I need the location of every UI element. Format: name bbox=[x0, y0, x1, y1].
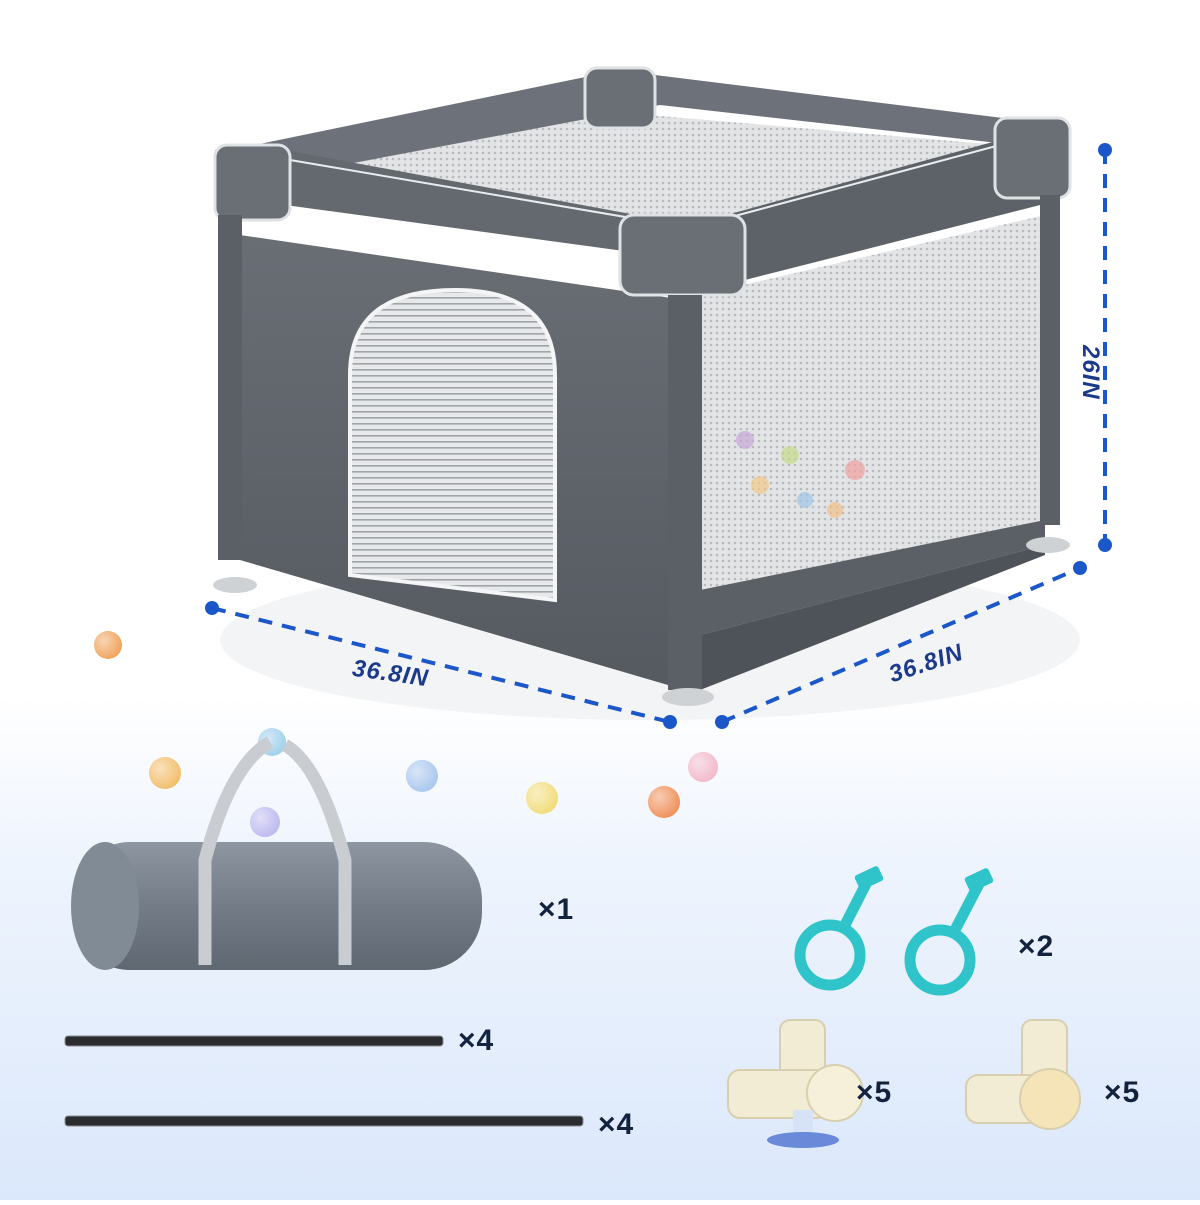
pull-rings-quantity: ×2 bbox=[1018, 930, 1055, 963]
dimension-endpoints bbox=[205, 143, 1112, 729]
front-top-rail bbox=[215, 150, 690, 260]
foot-left bbox=[213, 577, 257, 593]
storage-bag bbox=[71, 736, 482, 970]
corner-cap-back-right bbox=[993, 116, 1072, 200]
corner-connector bbox=[965, 1019, 1081, 1130]
inside-balls bbox=[736, 431, 865, 518]
right-bottom-edge bbox=[700, 545, 1045, 690]
dimension-lines bbox=[211, 150, 1107, 724]
bag-quantity: ×1 bbox=[538, 893, 575, 926]
long-poles-quantity: ×4 bbox=[458, 1024, 495, 1057]
foot-right bbox=[1026, 537, 1070, 553]
foot-front bbox=[662, 688, 714, 706]
right-bottom-band bbox=[700, 520, 1045, 635]
short-poles-quantity: ×4 bbox=[598, 1108, 635, 1141]
back-top-rail bbox=[230, 75, 1060, 190]
long-poles bbox=[64, 1035, 444, 1047]
suction-connector bbox=[727, 1019, 864, 1148]
post-back-right bbox=[1040, 195, 1060, 525]
post-front-left bbox=[218, 215, 242, 560]
corner-connector-quantity: ×5 bbox=[1104, 1076, 1141, 1109]
post-front-right bbox=[668, 295, 702, 690]
right-mesh-panel bbox=[700, 215, 1045, 590]
suction-connector-quantity: ×5 bbox=[856, 1076, 893, 1109]
height-dimension-label: 26IN bbox=[1077, 345, 1104, 400]
pull-rings bbox=[794, 877, 985, 996]
corner-cap-front-right bbox=[618, 213, 747, 297]
loose-balls bbox=[94, 631, 718, 837]
door-arch bbox=[348, 287, 557, 603]
right-top-rail bbox=[690, 140, 1060, 280]
corner-cap-front-left bbox=[213, 143, 292, 222]
corner-cap-back bbox=[583, 66, 657, 130]
short-poles bbox=[64, 1115, 584, 1127]
